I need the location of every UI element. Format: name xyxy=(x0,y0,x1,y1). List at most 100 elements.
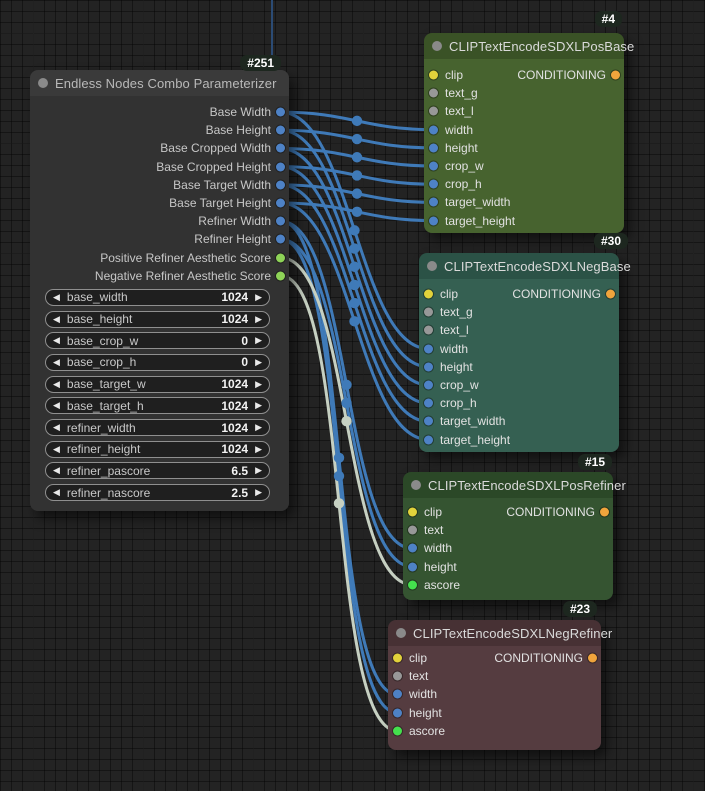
increment-arrow-icon[interactable]: ▶ xyxy=(255,443,262,454)
increment-arrow-icon[interactable]: ▶ xyxy=(255,335,262,346)
increment-arrow-icon[interactable]: ▶ xyxy=(255,378,262,389)
output-port[interactable] xyxy=(611,70,620,80)
input-label: height xyxy=(424,559,457,574)
increment-arrow-icon[interactable]: ▶ xyxy=(255,291,262,302)
collapse-dot-icon[interactable] xyxy=(427,261,437,271)
input-port[interactable] xyxy=(429,106,438,116)
decrement-arrow-icon[interactable]: ◀ xyxy=(53,335,60,346)
input-label: height xyxy=(409,705,442,720)
decrement-arrow-icon[interactable]: ◀ xyxy=(53,487,60,498)
input-port[interactable] xyxy=(429,161,438,171)
output-port[interactable] xyxy=(276,234,285,244)
input-port[interactable] xyxy=(424,362,433,372)
input-port[interactable] xyxy=(408,543,417,553)
collapse-dot-icon[interactable] xyxy=(411,480,421,490)
input-port[interactable] xyxy=(429,197,438,207)
input-port[interactable] xyxy=(429,70,438,80)
increment-arrow-icon[interactable]: ▶ xyxy=(255,313,262,324)
input-port[interactable] xyxy=(424,325,433,335)
output-port[interactable] xyxy=(276,271,285,281)
decrement-arrow-icon[interactable]: ◀ xyxy=(53,356,60,367)
input-port[interactable] xyxy=(408,507,417,517)
output-port[interactable] xyxy=(276,143,285,153)
input-port[interactable] xyxy=(424,344,433,354)
decrement-arrow-icon[interactable]: ◀ xyxy=(53,400,60,411)
input-port[interactable] xyxy=(393,708,402,718)
node-titlebar[interactable]: Endless Nodes Combo Parameterizer xyxy=(30,70,289,96)
input-label: width xyxy=(424,541,453,556)
increment-arrow-icon[interactable]: ▶ xyxy=(255,465,262,476)
node-titlebar[interactable]: CLIPTextEncodeSDXLNegRefiner xyxy=(388,620,612,646)
input-port[interactable] xyxy=(393,653,402,663)
input-port[interactable] xyxy=(429,179,438,189)
input-port[interactable] xyxy=(424,307,433,317)
node-titlebar[interactable]: CLIPTextEncodeSDXLPosBase xyxy=(424,33,634,59)
widget-name: base_crop_h xyxy=(66,355,137,370)
input-port[interactable] xyxy=(424,380,433,390)
output-port[interactable] xyxy=(588,653,597,663)
input-label: target_width xyxy=(440,414,506,429)
output-port[interactable] xyxy=(276,125,285,135)
input-label: crop_h xyxy=(440,396,477,411)
output-port[interactable] xyxy=(276,216,285,226)
decrement-arrow-icon[interactable]: ◀ xyxy=(53,378,60,389)
input-port[interactable] xyxy=(393,726,402,736)
input-port[interactable] xyxy=(408,562,417,572)
input-port[interactable] xyxy=(424,289,433,299)
decrement-arrow-icon[interactable]: ◀ xyxy=(53,291,60,302)
input-port[interactable] xyxy=(429,88,438,98)
input-port[interactable] xyxy=(424,398,433,408)
input-port[interactable] xyxy=(408,580,417,590)
increment-arrow-icon[interactable]: ▶ xyxy=(255,487,262,498)
decrement-arrow-icon[interactable]: ◀ xyxy=(53,313,60,324)
collapse-dot-icon[interactable] xyxy=(38,78,48,88)
input-port[interactable] xyxy=(393,689,402,699)
input-label: width xyxy=(440,341,469,356)
input-port[interactable] xyxy=(429,125,438,135)
input-port[interactable] xyxy=(429,216,438,226)
input-port[interactable] xyxy=(429,143,438,153)
output-port[interactable] xyxy=(276,107,285,117)
collapse-dot-icon[interactable] xyxy=(432,41,442,51)
node-titlebar[interactable]: CLIPTextEncodeSDXLPosRefiner xyxy=(403,472,626,498)
decrement-arrow-icon[interactable]: ◀ xyxy=(53,465,60,476)
node-endless-combo-parameterizer[interactable]: #251 Endless Nodes Combo Parameterizer B… xyxy=(30,55,289,511)
output-port[interactable] xyxy=(606,289,615,299)
input-port[interactable] xyxy=(424,416,433,426)
output-port[interactable] xyxy=(276,198,285,208)
decrement-arrow-icon[interactable]: ◀ xyxy=(53,422,60,432)
input-port[interactable] xyxy=(408,525,417,535)
output-port[interactable] xyxy=(276,162,285,172)
output-port[interactable] xyxy=(276,253,285,263)
link-wire xyxy=(280,201,434,223)
input-port[interactable] xyxy=(424,435,433,445)
output-label: Positive Refiner Aesthetic Score xyxy=(100,250,271,265)
collapse-dot-icon[interactable] xyxy=(396,628,406,638)
output-port[interactable] xyxy=(600,507,609,517)
increment-arrow-icon[interactable]: ▶ xyxy=(255,356,262,367)
increment-arrow-icon[interactable]: ▶ xyxy=(255,422,262,432)
node-id-badge: #23 xyxy=(562,601,597,617)
output-port[interactable] xyxy=(276,180,285,190)
decrement-arrow-icon[interactable]: ◀ xyxy=(53,443,60,454)
increment-arrow-icon[interactable]: ▶ xyxy=(255,400,262,411)
input-port[interactable] xyxy=(393,671,402,681)
widget-value: 1024 xyxy=(221,442,249,457)
output-slot: Base Height xyxy=(30,121,289,139)
node-titlebar[interactable]: CLIPTextEncodeSDXLNegBase xyxy=(419,253,631,279)
